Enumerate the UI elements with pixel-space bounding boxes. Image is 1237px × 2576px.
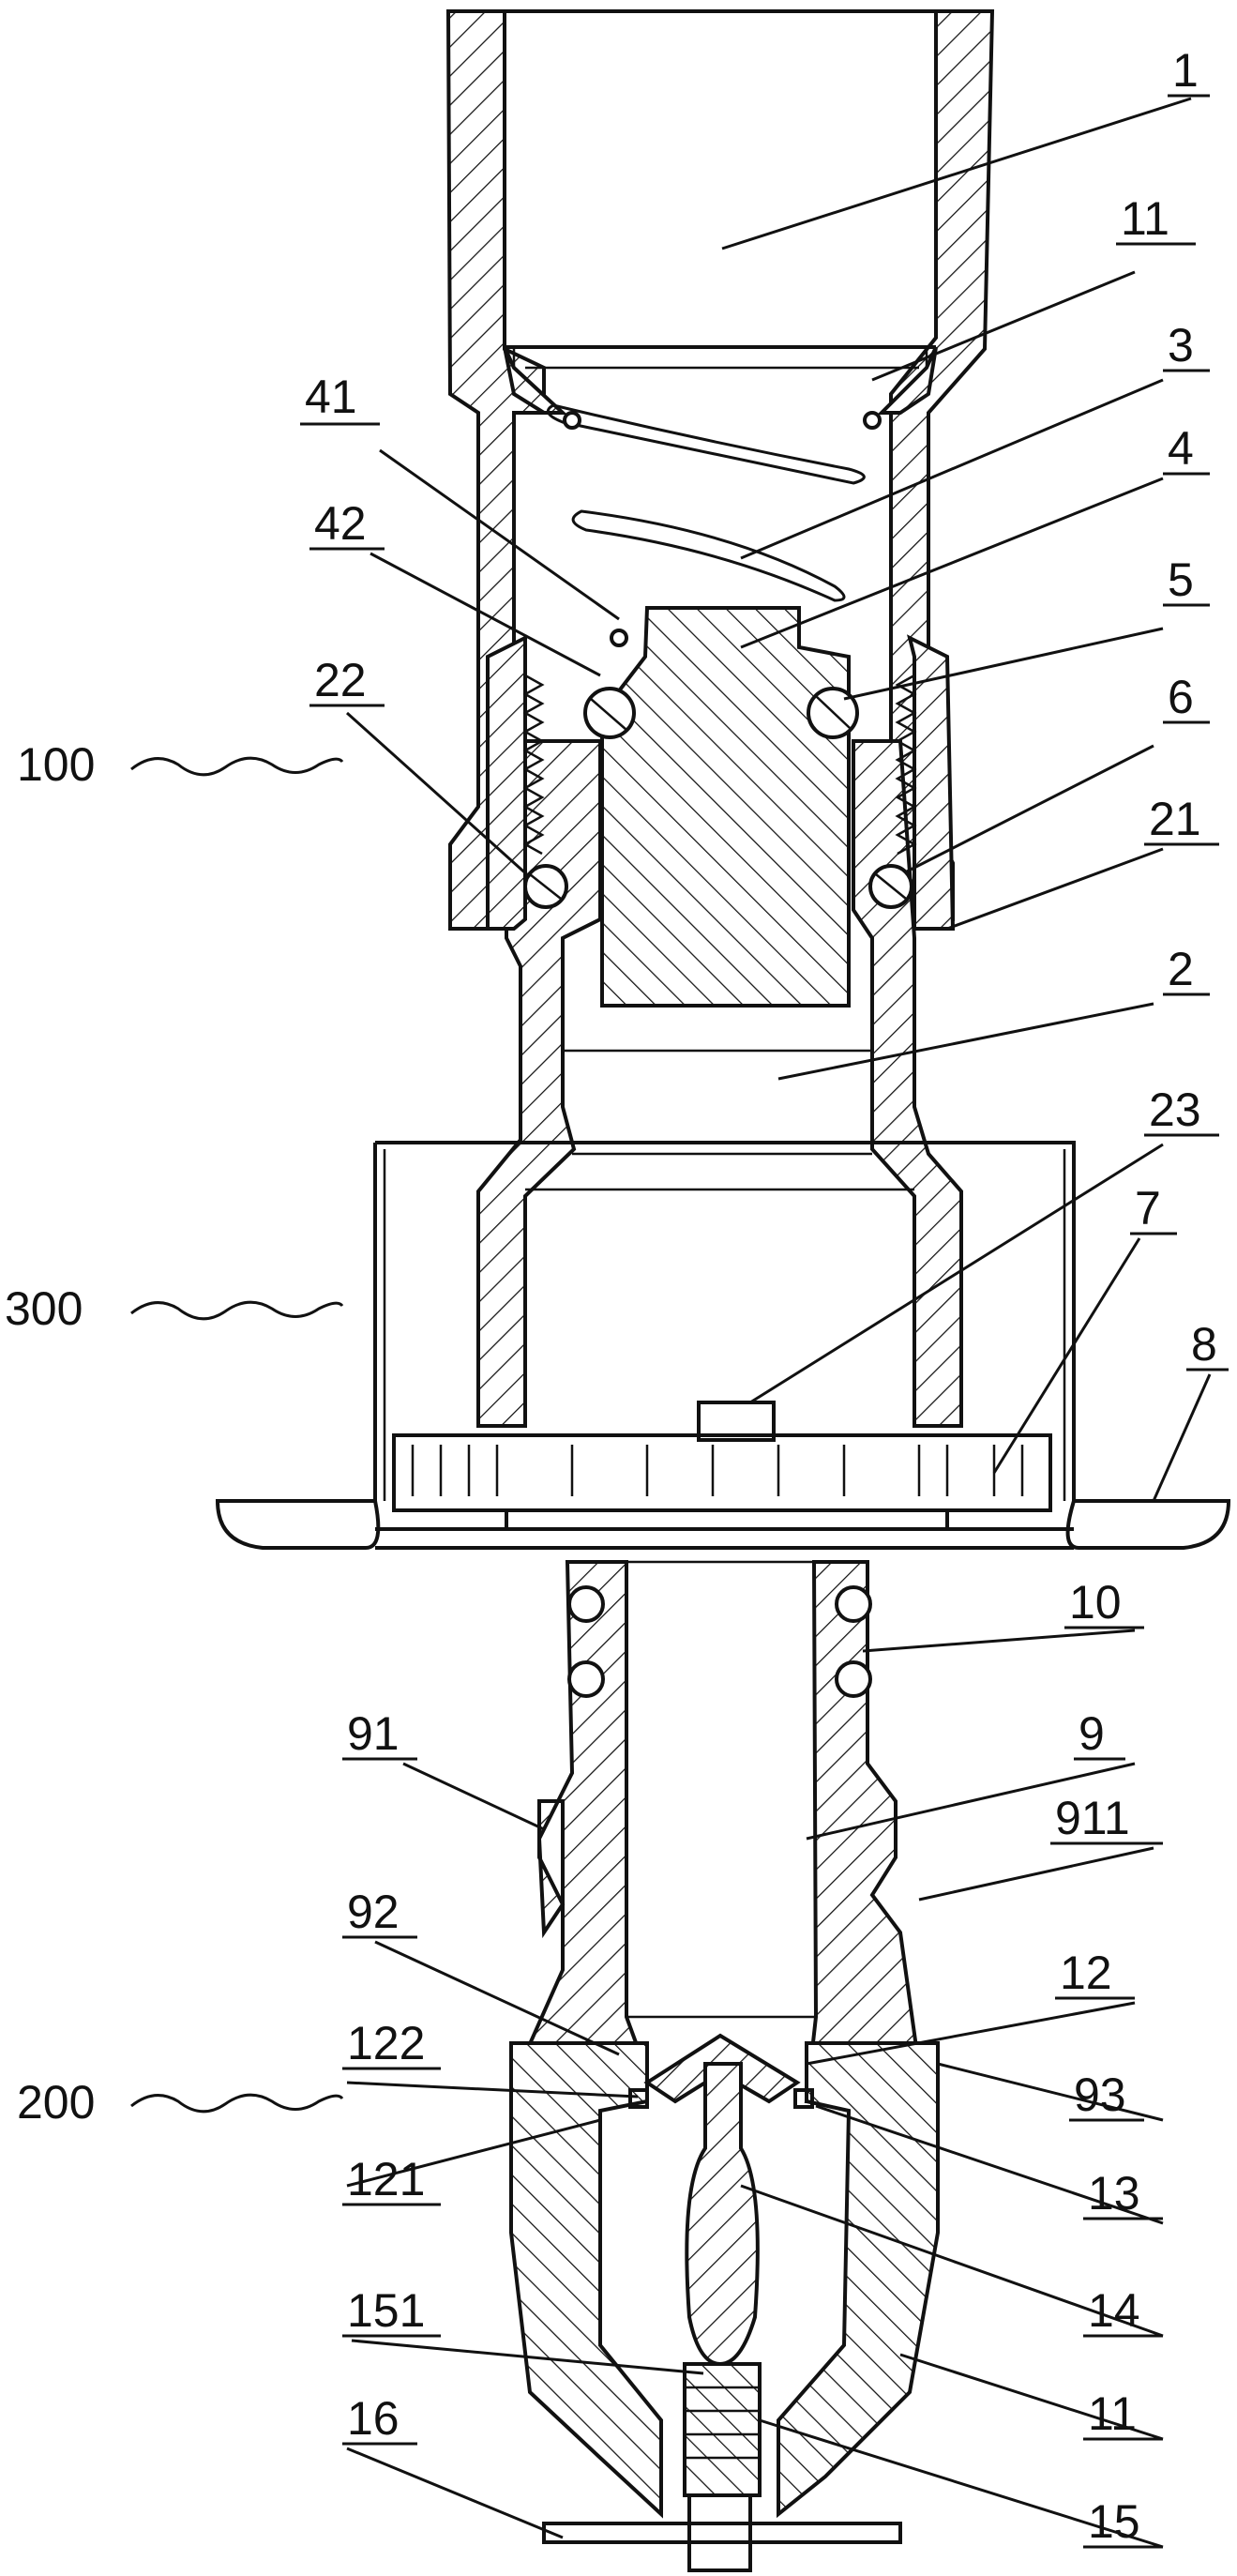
- part-1-shoulder-left: [503, 346, 568, 415]
- label-121: 121: [347, 2153, 425, 2205]
- label-13: 13: [1088, 2167, 1140, 2220]
- part-13-ring: [793, 2088, 814, 2109]
- label-92: 92: [347, 1886, 400, 1938]
- part-10-oring-4: [835, 1660, 872, 1698]
- label-91: 91: [347, 1707, 400, 1760]
- threads-left: [522, 674, 545, 856]
- part-16-deflector: [542, 2493, 902, 2572]
- part-2-right-wall: [852, 739, 963, 1428]
- part-3-spring: [546, 403, 882, 602]
- part-42-ball: [610, 629, 628, 647]
- part-4-piston: [600, 606, 851, 1008]
- label-2: 2: [1168, 943, 1194, 995]
- part-8-base: [375, 1527, 1074, 1550]
- assembly-300-base-plate: [215, 1141, 1231, 1550]
- label-15: 15: [1088, 2495, 1140, 2548]
- part-6-left-sleeve: [486, 634, 527, 931]
- part-10-oring-3: [835, 1585, 872, 1623]
- label-8: 8: [1191, 1318, 1217, 1371]
- threads-right: [895, 674, 917, 856]
- leader-lines: [130, 97, 1212, 2549]
- part-5-oring-left: [583, 687, 636, 739]
- part-14-bulb: [685, 2062, 760, 2367]
- part-23-lug: [697, 1401, 776, 1442]
- label-11-bottom: 11: [1088, 2387, 1137, 2440]
- label-3: 3: [1168, 319, 1194, 371]
- assembly-label-300: 300: [5, 1282, 83, 1335]
- label-93: 93: [1074, 2068, 1126, 2121]
- part-7-ribs: [411, 1445, 1024, 1496]
- label-911: 911: [1055, 1792, 1130, 1844]
- part-7-inner-rim: [392, 1433, 1052, 1512]
- part-1-shoulder-right: [877, 346, 938, 415]
- label-16: 16: [347, 2392, 400, 2445]
- label-151: 151: [347, 2284, 425, 2337]
- part-7-skirt: [373, 1141, 1076, 1501]
- assembly-100-upper-body: [445, 9, 995, 1428]
- part-6-right-sleeve: [907, 634, 956, 931]
- label-41: 41: [305, 371, 357, 423]
- part-9-right-wall: [804, 1560, 927, 2103]
- label-5: 5: [1168, 553, 1194, 606]
- part-10-oring-2: [567, 1660, 605, 1698]
- label-6: 6: [1168, 671, 1194, 723]
- part-11-right-body: [777, 2041, 940, 2519]
- part-122-ring: [628, 2088, 649, 2109]
- part-11-left-body: [509, 2041, 663, 2519]
- part-1-neck: [512, 349, 928, 370]
- label-23: 23: [1149, 1083, 1201, 1136]
- assembly-label-100: 100: [17, 738, 95, 791]
- part-7-bottom-ring: [505, 1508, 949, 1531]
- label-21: 21: [1149, 793, 1201, 845]
- label-11-top: 11: [1121, 192, 1169, 245]
- assembly-label-200: 200: [17, 2076, 95, 2129]
- label-1: 1: [1172, 44, 1199, 97]
- label-9: 9: [1079, 1707, 1105, 1760]
- label-22: 22: [314, 654, 367, 706]
- part-labels: 1 11 3 41 4 42 5 22 6 21 2 23 7 8 10 91 …: [5, 44, 1229, 2549]
- label-14: 14: [1088, 2284, 1140, 2337]
- label-4: 4: [1168, 422, 1194, 475]
- label-42: 42: [314, 497, 367, 550]
- part-15-screw: [683, 2362, 762, 2497]
- part-8-flange: [215, 1499, 1231, 1550]
- label-7: 7: [1135, 1182, 1161, 1235]
- assembly-200-nozzle: [509, 1560, 940, 2572]
- label-10: 10: [1069, 1576, 1122, 1629]
- part-10-oring-1: [567, 1585, 605, 1623]
- label-12: 12: [1060, 1947, 1112, 1999]
- label-122: 122: [347, 2017, 425, 2069]
